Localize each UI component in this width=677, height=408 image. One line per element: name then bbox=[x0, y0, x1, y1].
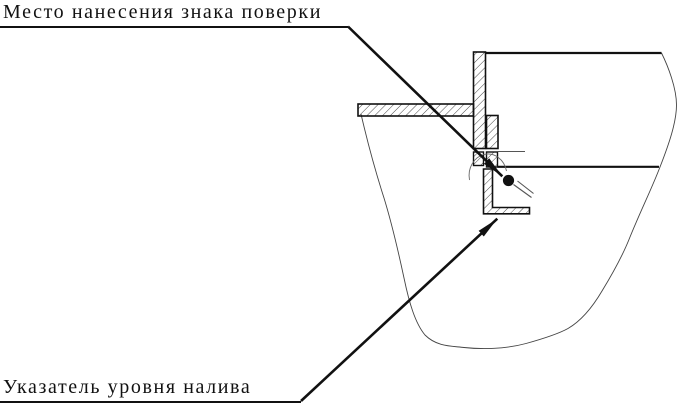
hatch-collar-wall-section bbox=[472, 51, 487, 150]
filler-neck-ring-section bbox=[485, 114, 499, 150]
sealing-wire-loop bbox=[468, 153, 507, 181]
sealing-wire-end-1 bbox=[513, 184, 532, 198]
leader-arrow-verification-mark bbox=[347, 25, 504, 178]
leader-arrow-level-indicator bbox=[300, 217, 499, 402]
sealing-wire-end-2 bbox=[517, 180, 534, 194]
verification-seal-dot bbox=[502, 174, 515, 187]
tank-shell-break-line bbox=[360, 52, 677, 350]
label-fill-level-indicator: Указатель уровня налива bbox=[0, 376, 301, 403]
mounting-plate-section bbox=[357, 103, 475, 117]
label-verification-mark-location: Место нанесения знака поверки bbox=[0, 1, 348, 28]
